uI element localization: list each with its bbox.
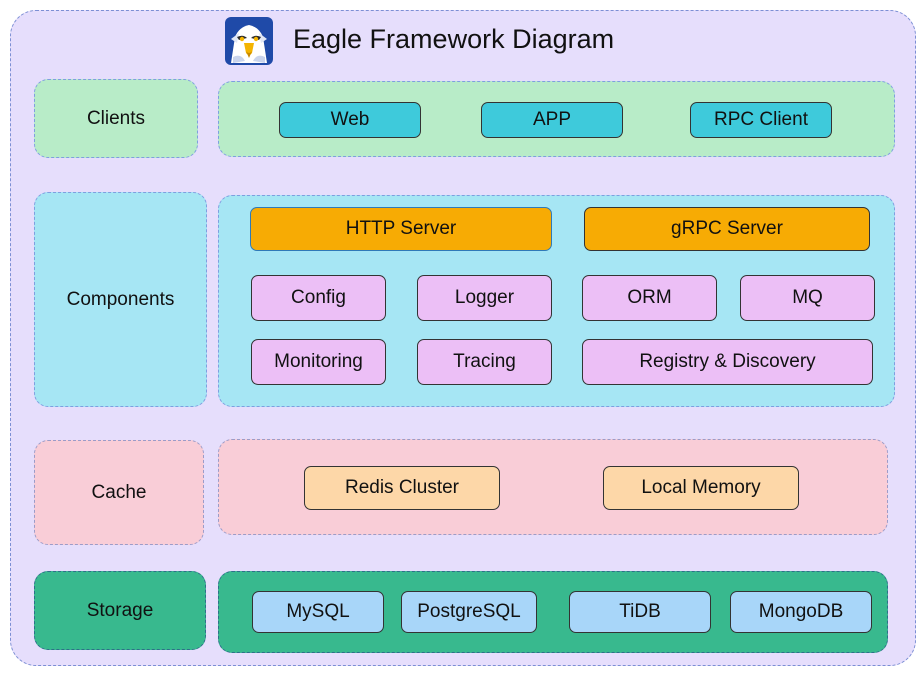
client-app: APP [481, 102, 623, 138]
component-orm: ORM [582, 275, 717, 321]
storage-tidb: TiDB [569, 591, 711, 633]
component-mq: MQ [740, 275, 875, 321]
storage-label-text: Storage [86, 599, 154, 621]
component-config: Config [251, 275, 386, 321]
storage-mysql: MySQL [252, 591, 384, 633]
components-label-text: Components [66, 288, 175, 310]
storage-postgresql: PostgreSQL [401, 591, 537, 633]
cache-label-text: Cache [91, 481, 147, 503]
clients-layer-label: Clients [34, 79, 198, 158]
grpc-server: gRPC Server [584, 207, 870, 251]
http-server: HTTP Server [250, 207, 552, 251]
eagle-logo-icon [225, 17, 273, 65]
client-web: Web [279, 102, 421, 138]
components-layer-label: Components [34, 192, 207, 407]
storage-layer-label: Storage [34, 571, 206, 650]
diagram-title: Eagle Framework Diagram [293, 24, 615, 54]
storage-mongodb: MongoDB [730, 591, 872, 633]
client-rpc-client: RPC Client [690, 102, 832, 138]
clients-label-text: Clients [86, 107, 146, 129]
cache-local-memory: Local Memory [603, 466, 799, 510]
component-logger: Logger [417, 275, 552, 321]
component-registry-discovery: Registry & Discovery [582, 339, 873, 385]
component-monitoring: Monitoring [251, 339, 386, 385]
cache-layer-label: Cache [34, 440, 204, 545]
component-tracing: Tracing [417, 339, 552, 385]
cache-redis-cluster: Redis Cluster [304, 466, 500, 510]
